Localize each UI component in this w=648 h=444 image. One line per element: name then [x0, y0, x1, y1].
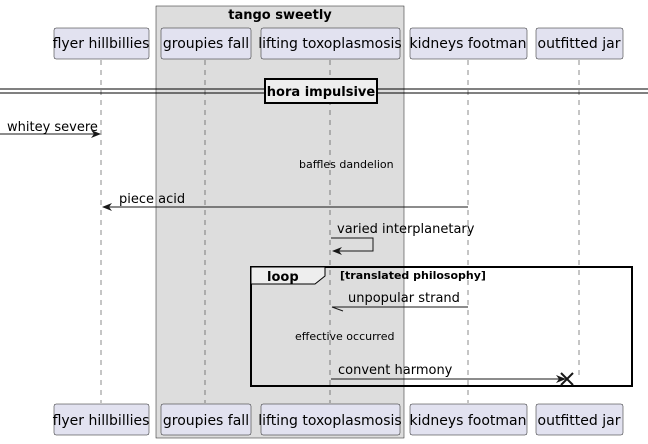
participant-kidneys-footman[interactable]: kidneys footman: [409, 27, 528, 60]
message-convent-harmony: convent harmony: [331, 363, 566, 383]
lifelines: [100, 60, 580, 403]
svg-text:piece acid: piece acid: [119, 192, 185, 207]
destroy-x-icon: [560, 372, 574, 386]
message-unpopular-strand: unpopular strand: [331, 291, 468, 312]
divider-hora-impulsive: hora impulsive: [0, 78, 648, 104]
svg-text:varied interplanetary: varied interplanetary: [337, 222, 475, 237]
participant-flyer-hillbillies-bottom[interactable]: flyer hillbillies: [53, 403, 150, 436]
participant-lifting-toxoplasmosis[interactable]: lifting toxoplasmosis: [258, 27, 402, 60]
svg-text:groupies fall: groupies fall: [163, 413, 249, 429]
message-varied-interplanetary: varied interplanetary: [331, 222, 475, 255]
divider-label: hora impulsive: [267, 85, 376, 100]
delay-effective-occurred: effective occurred: [295, 330, 394, 343]
svg-text:lifting toxoplasmosis: lifting toxoplasmosis: [258, 36, 401, 52]
participant-kidneys-footman-bottom[interactable]: kidneys footman: [409, 403, 528, 436]
svg-text:flyer hillbillies: flyer hillbillies: [53, 413, 150, 429]
svg-text:outfitted jar: outfitted jar: [538, 413, 621, 429]
participant-groupies-fall[interactable]: groupies fall: [160, 27, 252, 60]
svg-text:flyer hillbillies: flyer hillbillies: [53, 36, 150, 52]
loop-label: loop: [267, 270, 299, 285]
svg-text:groupies fall: groupies fall: [163, 36, 249, 52]
participants-top: flyer hillbillies groupies fall lifting …: [53, 27, 624, 60]
delay-baffles-dandelion: baffles dandelion: [299, 158, 394, 171]
svg-text:unpopular strand: unpopular strand: [348, 291, 460, 306]
svg-text:whitey severe: whitey severe: [7, 120, 98, 135]
participant-groupies-fall-bottom[interactable]: groupies fall: [160, 403, 252, 436]
svg-text:outfitted jar: outfitted jar: [538, 36, 621, 52]
message-whitey-severe: whitey severe: [0, 120, 101, 138]
loop-guard: [translated philosophy]: [340, 269, 486, 282]
participants-bottom: flyer hillbillies groupies fall lifting …: [53, 403, 624, 436]
participant-lifting-toxoplasmosis-bottom[interactable]: lifting toxoplasmosis: [258, 403, 402, 436]
participant-outfitted-jar-bottom[interactable]: outfitted jar: [535, 403, 624, 436]
svg-text:kidneys footman: kidneys footman: [409, 36, 526, 52]
svg-text:kidneys footman: kidneys footman: [409, 413, 526, 429]
svg-text:baffles dandelion: baffles dandelion: [299, 158, 394, 171]
svg-text:convent harmony: convent harmony: [338, 363, 453, 378]
box-group-title: tango sweetly: [228, 8, 332, 23]
participant-outfitted-jar[interactable]: outfitted jar: [535, 27, 624, 60]
svg-text:lifting toxoplasmosis: lifting toxoplasmosis: [258, 413, 401, 429]
svg-text:effective occurred: effective occurred: [295, 330, 394, 343]
participant-flyer-hillbillies[interactable]: flyer hillbillies: [53, 27, 150, 60]
message-piece-acid: piece acid: [102, 192, 468, 211]
loop-fragment: loop [translated philosophy]: [250, 266, 633, 387]
